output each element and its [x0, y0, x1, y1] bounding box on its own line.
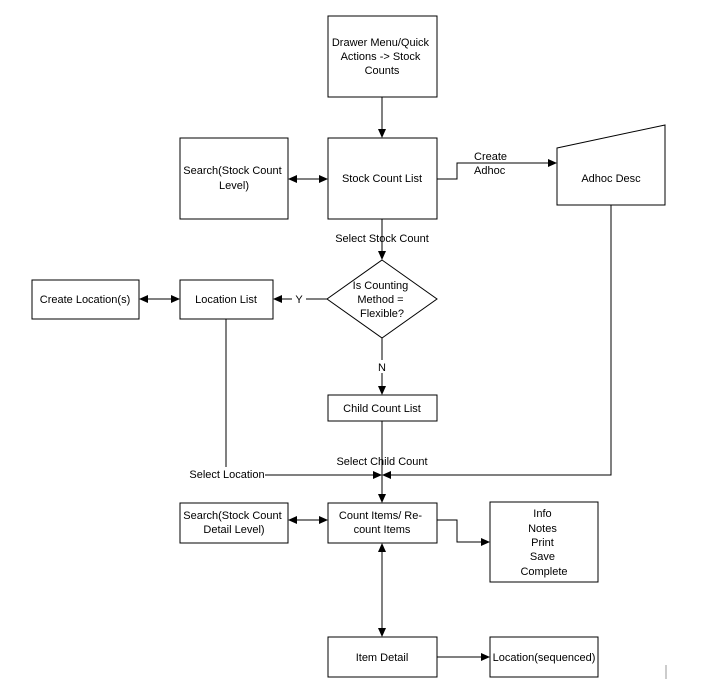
edge-adhoc-to-count-items [382, 205, 612, 479]
node-decision-line-1: Is Counting [353, 280, 409, 292]
node-item-detail-label: Item Detail [356, 652, 409, 664]
node-adhoc-desc-label: Adhoc Desc [581, 173, 641, 185]
svg-text:Is Counting Method =: Is Counting Method = Flexible? [353, 280, 412, 320]
label-select-location: Select Location [189, 469, 264, 481]
svg-text:Count Items/ Re- count I: Count Items/ Re- count Items [339, 510, 425, 536]
label-yes-background [292, 292, 306, 305]
svg-text:Search(Stock Count Level: Search(Stock Count Level) [183, 165, 285, 192]
edge-create-adhoc [437, 159, 557, 180]
label-create-adhoc: Create Adhoc [474, 151, 510, 177]
node-actions-notes: Notes [528, 523, 557, 535]
svg-text:Search(Stock Count Detai: Search(Stock Count Detail Level) [183, 510, 285, 536]
svg-text:Create Location(s): Create Location(s) [40, 294, 131, 306]
svg-text:Item Detail: Item Detail [356, 652, 409, 664]
node-stock-count-list-label: Stock Count List [342, 173, 422, 185]
node-drawer-menu-line-2: Actions -> Stock [341, 51, 421, 63]
node-stock-count-list: Stock Count List [327, 137, 438, 220]
node-search-detail-line-1: Search(Stock Count [183, 510, 281, 522]
node-actions-print: Print [531, 537, 554, 549]
node-create-location: Create Location(s) [31, 279, 140, 320]
node-decision-counting-method: Is Counting Method = Flexible? [326, 259, 438, 339]
edge-item-detail-to-location-sequenced [437, 653, 490, 661]
node-location-sequenced-label: Location(sequenced) [493, 652, 596, 664]
node-location-sequenced: Location(sequenced) [489, 636, 599, 678]
label-no: N [378, 362, 386, 374]
label-select-child-count: Select Child Count [336, 456, 427, 468]
edge-select-child-count [378, 421, 386, 503]
label-select-location-background [188, 467, 265, 481]
svg-text:Child Count List: Child Count List [343, 403, 421, 415]
node-create-location-label: Create Location(s) [40, 294, 131, 306]
svg-text:Stock Count List: Stock Count List [342, 173, 422, 185]
node-count-items-line-2: count Items [354, 524, 411, 536]
node-search-detail-line-2: Detail Level) [203, 524, 264, 536]
edge-count-items-to-actions [437, 519, 490, 546]
node-actions-info: Info [533, 508, 551, 520]
edge-drawer-to-stock-count-list [378, 97, 386, 138]
svg-text:Drawer Menu/Quick Action: Drawer Menu/Quick Actions -> Stock Count… [332, 37, 432, 77]
svg-text:Location(sequenced): Location(sequenced) [493, 652, 596, 664]
node-actions-complete: Complete [520, 566, 567, 578]
node-search-stock-count-detail: Search(Stock Count Detail Level) [179, 502, 289, 544]
label-yes: Y [295, 294, 303, 306]
node-location-list-label: Location List [195, 294, 257, 306]
node-location-list: Location List [179, 279, 274, 320]
node-count-items-line-1: Count Items/ Re- [339, 510, 422, 522]
node-search-level-line-1: Search(Stock Count [183, 165, 281, 177]
edge-select-stock-count [378, 219, 386, 260]
node-decision-line-3: Flexible? [360, 308, 404, 320]
label-create-adhoc-line-2: Adhoc [474, 165, 506, 177]
label-no-background [376, 360, 388, 373]
edge-location-list-create-location [139, 295, 180, 303]
node-search-stock-count-level: Search(Stock Count Level) [179, 137, 289, 220]
node-child-count-list-label: Child Count List [343, 403, 421, 415]
node-count-items: Count Items/ Re- count Items [327, 502, 438, 544]
edge-search-detail-count-items [288, 516, 328, 524]
node-item-detail: Item Detail [327, 636, 438, 678]
node-drawer-menu: Drawer Menu/Quick Actions -> Stock Count… [327, 15, 438, 98]
edge-search-level-stock-count-list [288, 175, 328, 183]
label-select-stock-count: Select Stock Count [335, 233, 429, 245]
node-decision-line-2: Method = [357, 294, 403, 306]
node-actions-save: Save [530, 551, 555, 563]
svg-text:Info Notes Print: Info Notes Print Save Complete [520, 508, 567, 578]
svg-text:Adhoc Desc: Adhoc Desc [581, 173, 641, 185]
node-drawer-menu-line-3: Counts [365, 65, 400, 77]
svg-text:Location List: Location List [195, 294, 257, 306]
node-adhoc-desc: Adhoc Desc [556, 124, 666, 206]
node-search-level-line-2: Level) [219, 180, 249, 192]
node-drawer-menu-line-1: Drawer Menu/Quick [332, 37, 430, 49]
node-actions: Info Notes Print Save Complete [489, 501, 599, 583]
label-create-adhoc-line-1: Create [474, 151, 507, 163]
edge-count-items-item-detail [378, 543, 386, 637]
node-child-count-list: Child Count List [327, 394, 438, 422]
